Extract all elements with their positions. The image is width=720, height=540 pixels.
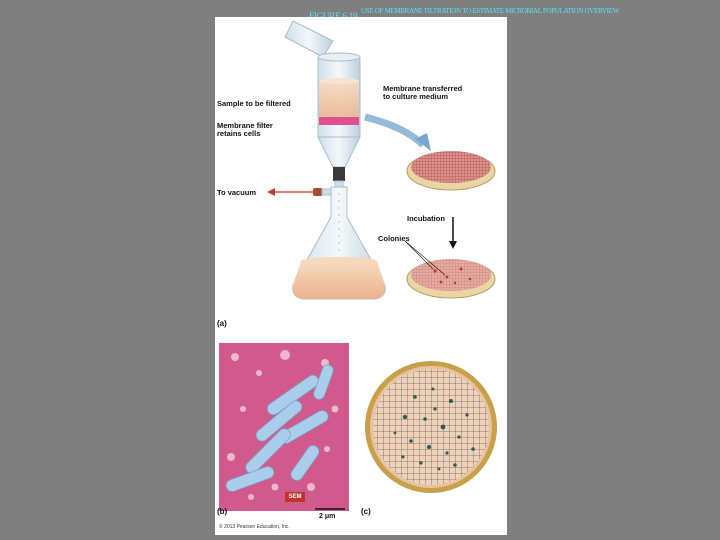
transfer-arrow	[364, 113, 431, 151]
label-incubation: Incubation	[407, 214, 445, 223]
petri-dish-bottom	[404, 240, 496, 299]
figure-number: FIGURE 6.19	[309, 11, 358, 21]
label-sample: Sample to be filtered	[217, 99, 291, 108]
panel-c-label: (c)	[361, 507, 371, 516]
membrane-colonies-photo	[365, 361, 497, 493]
petri-dish-top	[406, 151, 496, 191]
filter-funnel	[317, 52, 361, 194]
label-vacuum: To vacuum	[217, 188, 257, 197]
label-transferred: Membrane transferred to culture medium	[383, 84, 463, 101]
panel-b-label: (b)	[217, 507, 228, 516]
vacuum-flask	[292, 186, 386, 300]
sem-badge: SEM	[285, 492, 305, 502]
label-colonies: Colonies	[378, 234, 410, 243]
panel-a-label: (a)	[217, 319, 227, 328]
incubation-arrow	[449, 217, 457, 249]
figure-caption: USE OF MEMBRANE FILTRATION TO ESTIMATE M…	[361, 7, 619, 15]
scale-label: 2 μm	[319, 513, 336, 520]
vacuum-line	[267, 188, 337, 196]
copyright: © 2013 Pearson Education, Inc.	[219, 524, 290, 530]
sem-micrograph	[219, 343, 349, 511]
figure-illustration	[219, 20, 497, 511]
label-membrane-filter: Membrane filter retains cells	[217, 121, 273, 138]
figure-panel: Sample to be filtered Membrane filter re…	[215, 17, 507, 535]
